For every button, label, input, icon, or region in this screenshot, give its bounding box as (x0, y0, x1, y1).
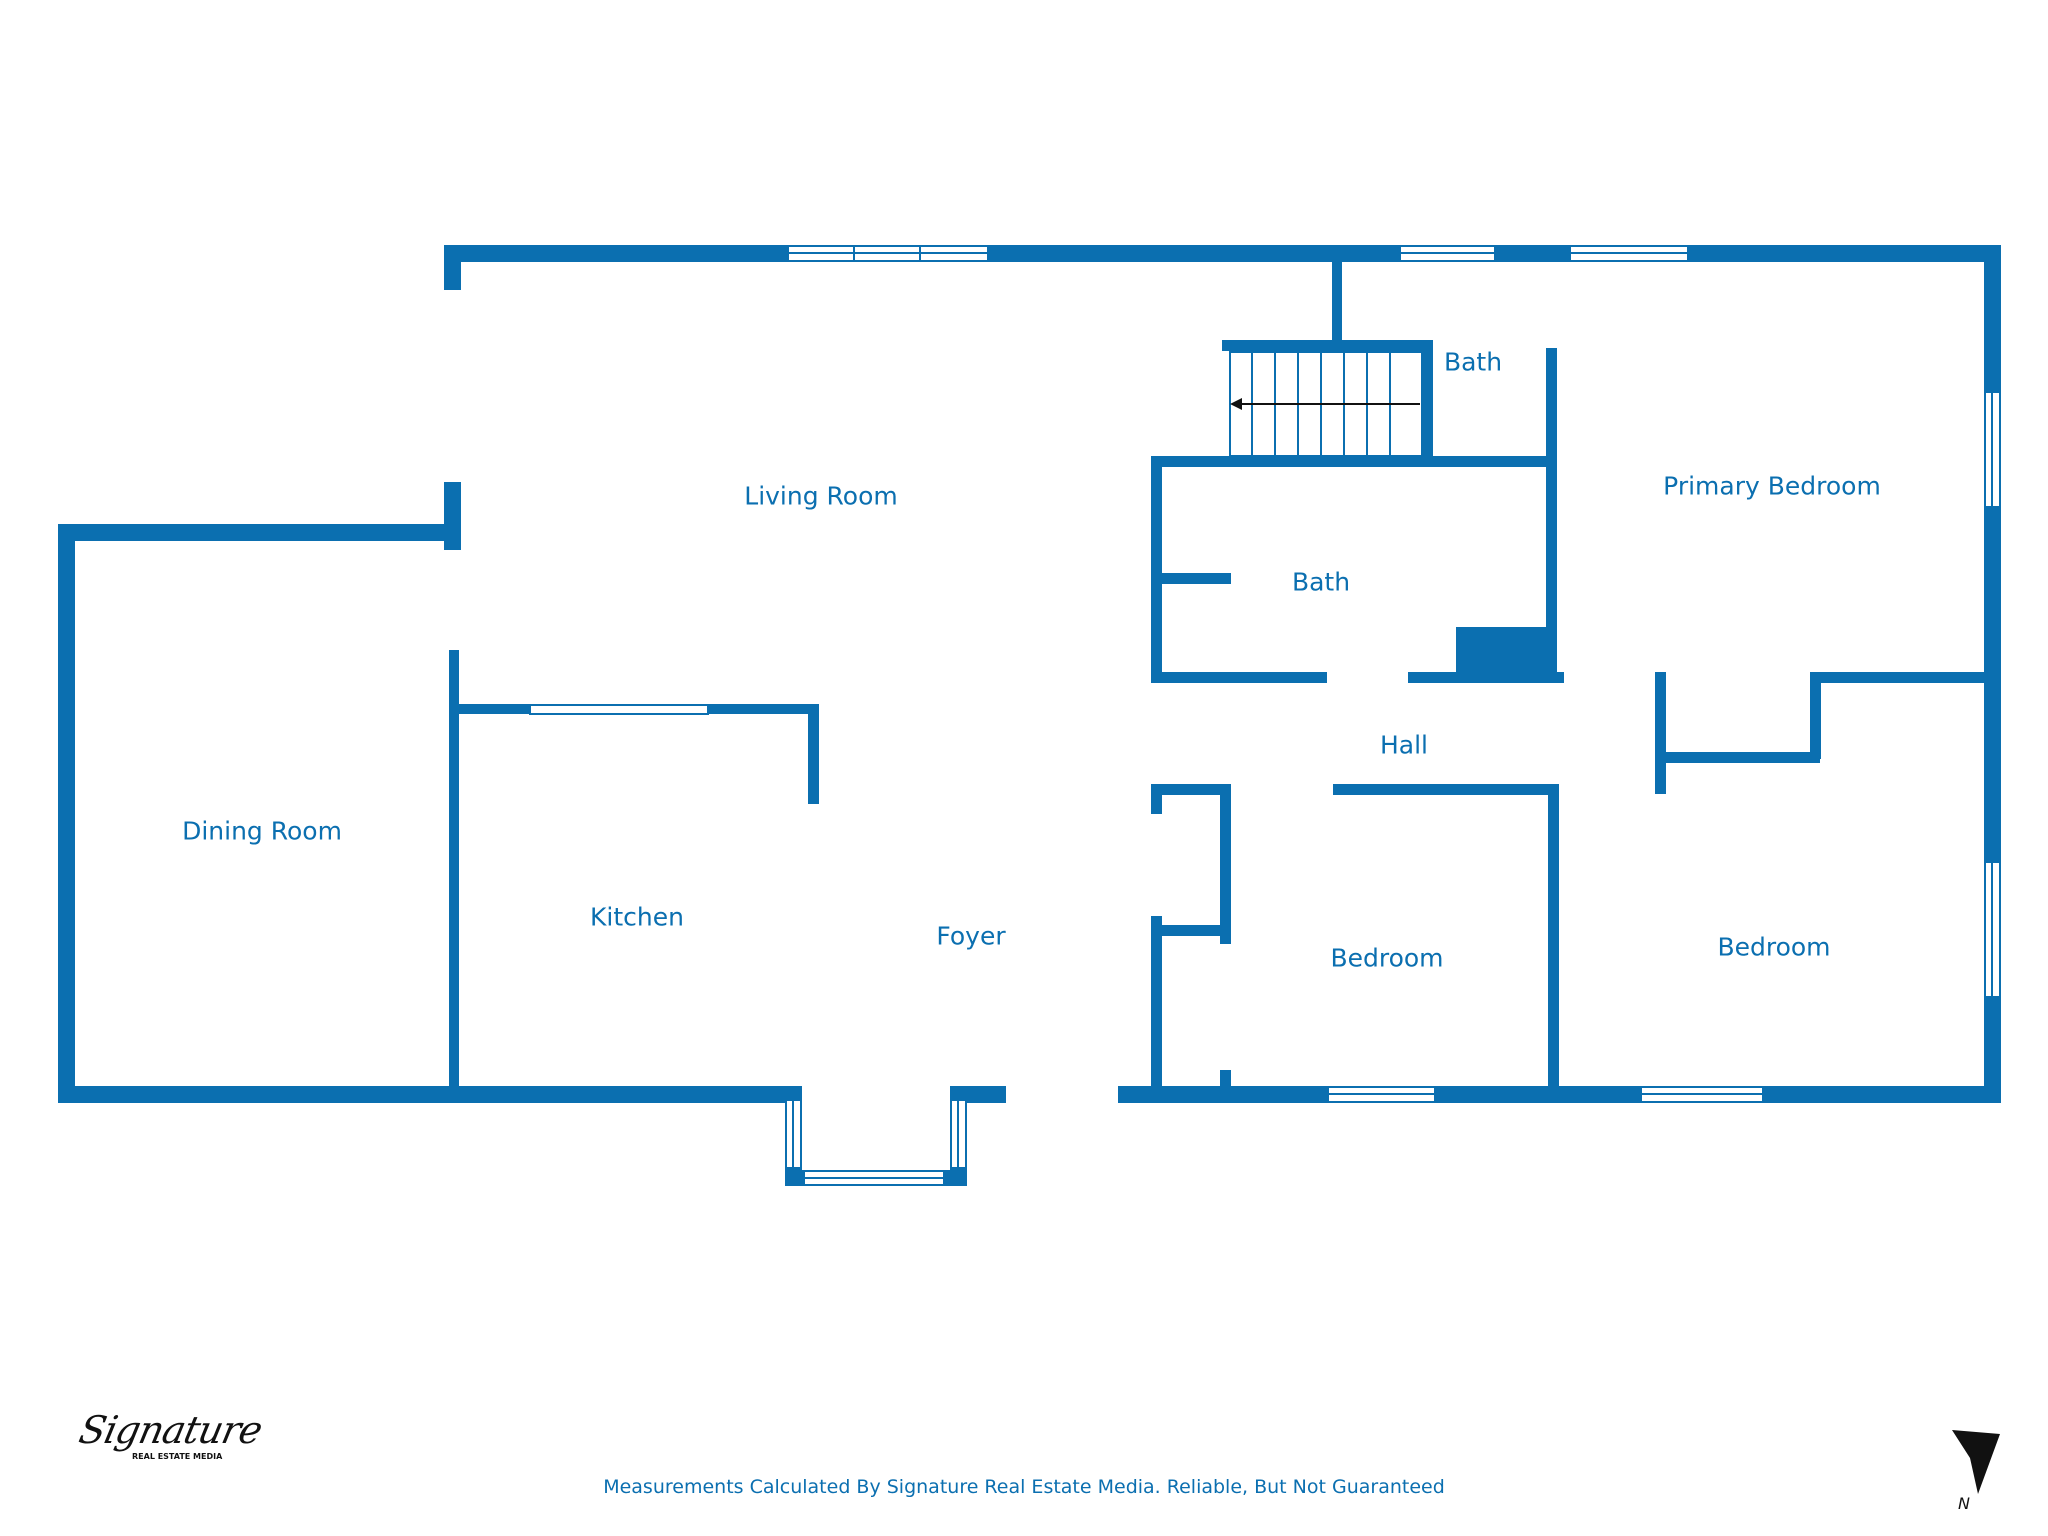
wall-hall-bottom (1333, 784, 1558, 795)
wall-dining-left (58, 524, 75, 1103)
label-primary-bedroom: Primary Bedroom (1663, 471, 1881, 501)
stair-arrow-icon (1230, 398, 1242, 410)
interior-walls (449, 262, 1994, 1095)
stairs (1229, 351, 1423, 457)
wall-hall-left-top (1151, 784, 1231, 795)
wall-top (444, 245, 1996, 262)
label-hall: Hall (1379, 730, 1429, 760)
wall-closet-mid (1810, 672, 1821, 759)
wall-bath-top (1151, 456, 1551, 467)
wall-left-living-top (444, 245, 461, 290)
wall-bottom-right (1118, 1086, 2001, 1103)
wall-closet-left (1655, 672, 1666, 794)
wall-bath-closet (1151, 573, 1231, 584)
wall-closet-bed-left (1151, 784, 1162, 814)
label-bedroom-right: Bedroom (1717, 932, 1831, 962)
wall-bedroom-left2 (1220, 1070, 1231, 1095)
wall-bath-bottom-a (1151, 672, 1327, 683)
exterior-walls (58, 245, 2001, 1186)
wall-stair-top (1222, 340, 1432, 351)
label-living-room: Living Room (744, 481, 898, 511)
disclaimer-text: Measurements Calculated By Signature Rea… (603, 1476, 1445, 1498)
wall-stair-right (1422, 340, 1433, 465)
logo-script: Signature (75, 1408, 266, 1452)
compass-label: N (1958, 1494, 1970, 1513)
wall-dining-top (58, 524, 460, 541)
wall-closet-bed-left2 (1151, 916, 1162, 1091)
wall-stair-divider (1332, 262, 1342, 344)
wall-bottom-left (58, 1086, 802, 1103)
wall-kitchen-stub (808, 704, 819, 804)
wall-bath-left (1151, 456, 1162, 683)
wall-bath-primary (1546, 348, 1557, 683)
logo-subtitle: REAL ESTATE MEDIA (132, 1452, 223, 1461)
wall-bedroom-left (1220, 784, 1231, 944)
signature-logo: Signature REAL ESTATE MEDIA (74, 1396, 265, 1476)
label-foyer: Foyer (936, 921, 1006, 951)
wall-closet-bottom (1662, 752, 1820, 763)
label-kitchen: Kitchen (590, 902, 684, 932)
label-bath-middle: Bath (1291, 567, 1351, 597)
label-bath-upper: Bath (1443, 347, 1503, 377)
wall-primary-bottom (1814, 672, 1994, 683)
window-kitchen-pass (529, 704, 709, 715)
wall-bath-vanity (1456, 627, 1556, 679)
wall-dining-kitchen (449, 650, 459, 1090)
windows (529, 245, 2001, 1186)
wall-closet-bed-shelf (1151, 925, 1227, 936)
north-arrow-icon (1952, 1430, 2000, 1494)
label-dining-room: Dining Room (182, 816, 342, 846)
wall-bedrooms-divider (1548, 784, 1559, 1094)
label-bedroom-center: Bedroom (1330, 943, 1444, 973)
